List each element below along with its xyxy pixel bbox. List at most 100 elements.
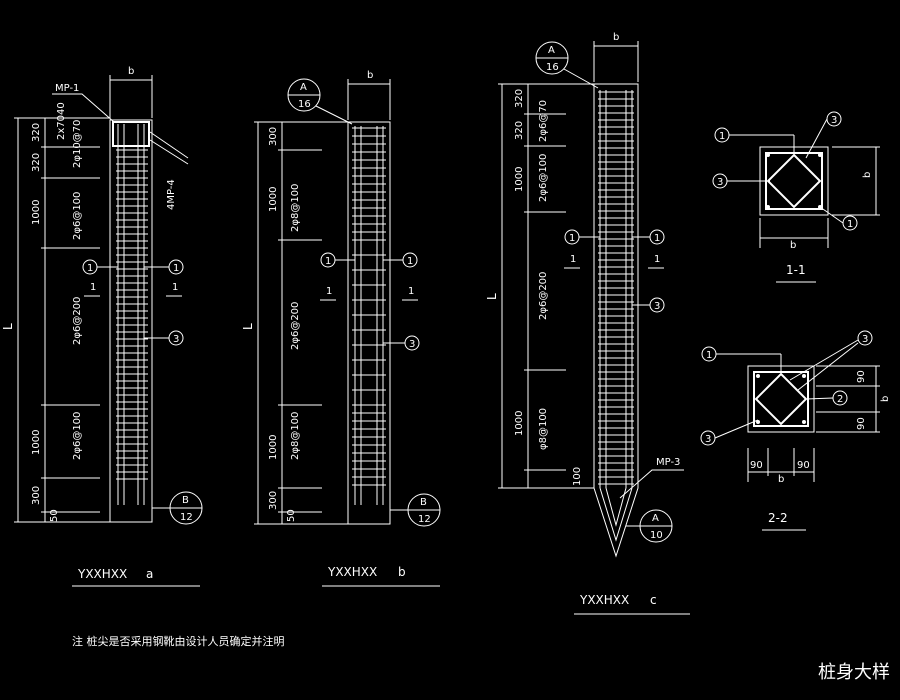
section-2-callout-3b: 3 bbox=[705, 434, 711, 445]
section-2-dim-v-top: 90 bbox=[856, 370, 867, 383]
section-1-b-vertical: b bbox=[862, 172, 873, 178]
pile-a-rebar-3: 2φ6@100 bbox=[72, 412, 83, 460]
pile-b-callout-3: 3 bbox=[409, 339, 415, 350]
section-1-b-horizontal: b bbox=[790, 240, 796, 251]
pile-c-b-dim: b bbox=[613, 32, 619, 43]
section-1-callout-3b: 3 bbox=[717, 177, 723, 188]
section-2-b-horizontal: b bbox=[778, 474, 784, 485]
pile-b-caption-suffix: b bbox=[398, 565, 406, 579]
section-1-callout-3a: 3 bbox=[831, 115, 837, 126]
section-2-dim-h-left: 90 bbox=[750, 460, 763, 471]
pile-b-dim-0: 300 bbox=[268, 127, 279, 146]
pile-a-section-mark-right: 1 bbox=[172, 282, 178, 293]
pile-a-caption-code: YXXHXX bbox=[77, 567, 127, 581]
pile-c-tip-label: MP-3 bbox=[656, 457, 680, 468]
pile-c-top-bubble-bottom: 16 bbox=[546, 62, 559, 73]
pile-c-rebar-3: φ8@100 bbox=[538, 408, 549, 450]
pile-a: b MP-1 4MP-4 L 320 320 1000 1000 300 50 … bbox=[1, 66, 203, 587]
pile-c-L-dim: L bbox=[485, 293, 499, 300]
pile-c-dim-2: 1000 bbox=[514, 167, 525, 192]
pile-a-dim-0: 320 bbox=[31, 123, 42, 142]
pile-c-dim-3: 1000 bbox=[514, 411, 525, 436]
pile-b-b-dim: b bbox=[367, 70, 373, 81]
pile-c-callout-right: 1 bbox=[654, 233, 660, 244]
section-2-b-vertical: b bbox=[880, 396, 891, 402]
pile-a-small-dim-0: 40 bbox=[56, 102, 67, 115]
pile-b-dim-3: 300 bbox=[268, 491, 279, 510]
pile-c-dim-1: 320 bbox=[514, 121, 525, 140]
pile-b-caption-code: YXXHXX bbox=[327, 565, 377, 579]
pile-a-rebar-2: 2φ6@200 bbox=[72, 297, 83, 345]
section-1-callout-1b: 1 bbox=[847, 219, 853, 230]
pile-c-rebar-2: 2φ6@200 bbox=[538, 272, 549, 320]
pile-a-dim-4: 300 bbox=[31, 486, 42, 505]
pile-c-caption-suffix: c bbox=[650, 593, 657, 607]
pile-a-outline bbox=[109, 119, 153, 523]
pile-a-ties bbox=[116, 149, 148, 480]
pile-c-top-bubble-top: A bbox=[548, 45, 555, 56]
pile-c-section-mark-right: 1 bbox=[654, 254, 660, 265]
pile-c-bubble-bottom: 10 bbox=[650, 530, 663, 541]
pile-a-callout-3: 3 bbox=[173, 334, 179, 345]
pile-a-callout-left: 1 bbox=[87, 263, 93, 274]
pile-a-dim-2: 1000 bbox=[31, 200, 42, 225]
section-1-outline bbox=[759, 146, 829, 216]
pile-a-rebar-1: 2φ6@100 bbox=[72, 192, 83, 240]
pile-a-rebar-0: 2φ10@70 bbox=[72, 120, 83, 168]
pile-b-rebar-2: 2φ8@100 bbox=[290, 412, 301, 460]
pile-a-caption-suffix: a bbox=[146, 567, 153, 581]
section-1-callout-1a: 1 bbox=[719, 131, 725, 142]
section-2-callout-2: 2 bbox=[837, 394, 843, 405]
pile-a-callout-right: 1 bbox=[173, 263, 179, 274]
pile-b-rebar-1: 2φ6@200 bbox=[290, 302, 301, 350]
pile-b-section-mark-right: 1 bbox=[408, 286, 414, 297]
pile-a-dim-3: 1000 bbox=[31, 430, 42, 455]
pile-c-ties bbox=[598, 91, 634, 485]
section-2-dim-v-bottom: 90 bbox=[856, 417, 867, 430]
pile-b-rebar-0: 2φ8@100 bbox=[290, 184, 301, 232]
pile-b-outline bbox=[347, 121, 391, 525]
section-2-caption: 2-2 bbox=[768, 511, 788, 525]
pile-c: b A 16 L 320 320 1000 1000 100 2φ6@70 2φ… bbox=[485, 32, 690, 615]
pile-c-dim-0: 320 bbox=[514, 89, 525, 108]
section-2-callout-1: 1 bbox=[706, 350, 712, 361]
pile-a-bubble-bottom: 12 bbox=[180, 512, 193, 523]
pile-c-rebar-0: 2φ6@70 bbox=[538, 100, 549, 142]
pile-b-callout-right: 1 bbox=[407, 256, 413, 267]
pile-c-rebar-1: 2φ6@100 bbox=[538, 154, 549, 202]
drawing-title: 桩身大样 bbox=[818, 662, 890, 683]
pile-a-L-dim: L bbox=[1, 323, 15, 330]
pile-a-section-mark-left: 1 bbox=[90, 282, 96, 293]
pile-c-dim-4: 100 bbox=[572, 467, 583, 486]
pile-a-dim-1: 320 bbox=[31, 153, 42, 172]
section-2-2: 1 3 2 3 90 90 b 90 90 b 2-2 bbox=[700, 330, 891, 531]
pile-c-caption-code: YXXHXX bbox=[579, 593, 629, 607]
pile-b-dim-4: 50 bbox=[286, 509, 297, 522]
pile-b-dim-1: 1000 bbox=[268, 187, 279, 212]
pile-c-bubble-top: A bbox=[652, 513, 659, 524]
pile-c-callout-left: 1 bbox=[569, 233, 575, 244]
pile-b-ties bbox=[352, 127, 386, 486]
pile-a-mp1-label: MP-1 bbox=[55, 83, 79, 94]
section-2-callout-3a: 3 bbox=[862, 334, 868, 345]
pile-c-outline bbox=[593, 83, 639, 558]
pile-a-bubble-top: B bbox=[182, 495, 189, 506]
pile-b: b A 16 L 300 1000 1000 300 50 2φ8@100 2φ… bbox=[241, 70, 441, 587]
pile-a-side-label: 4MP-4 bbox=[166, 179, 177, 210]
pile-b-section-mark-left: 1 bbox=[326, 286, 332, 297]
pile-a-dim-5: 50 bbox=[49, 509, 60, 522]
pile-c-section-mark-left: 1 bbox=[570, 254, 576, 265]
pile-b-top-bubble-top: A bbox=[300, 82, 307, 93]
pile-b-bubble-top: B bbox=[420, 497, 427, 508]
pile-a-small-dim-1: 2x70 bbox=[56, 115, 67, 140]
pile-a-b-dim: b bbox=[128, 66, 134, 77]
section-1-caption: 1-1 bbox=[786, 263, 806, 277]
pile-b-top-bubble-bottom: 16 bbox=[298, 99, 311, 110]
pile-a-cap-plate bbox=[112, 121, 150, 147]
pile-b-bubble-bottom: 12 bbox=[418, 514, 431, 525]
pile-c-callout-3: 3 bbox=[654, 301, 660, 312]
design-note: 注 桩尖是否采用钢靴由设计人员确定并注明 bbox=[72, 634, 285, 648]
section-1-1: 1 3 3 1 b b 1-1 bbox=[712, 111, 880, 283]
section-2-dim-h-right: 90 bbox=[797, 460, 810, 471]
